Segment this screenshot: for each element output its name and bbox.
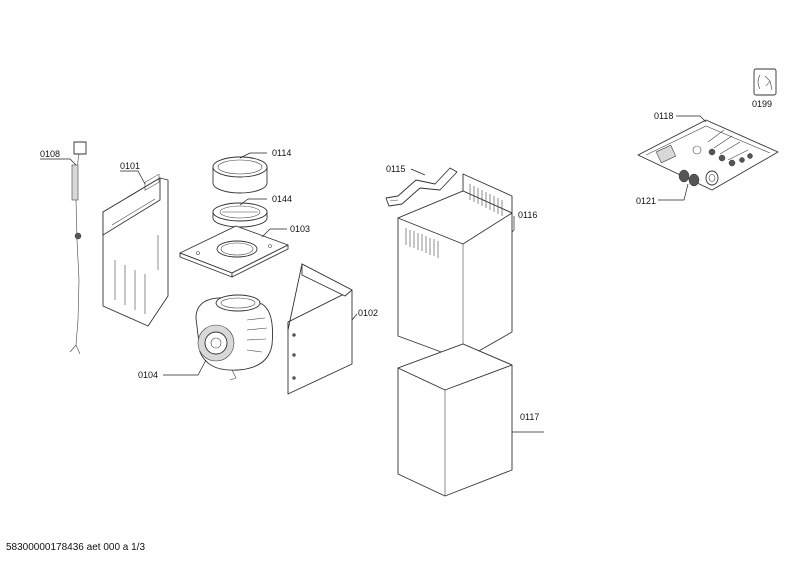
part-0114-outlet-ring xyxy=(212,156,268,194)
leader-lines xyxy=(40,115,707,433)
part-labels: 0108 0101 0114 0144 0103 0104 0102 0115 … xyxy=(40,99,772,422)
document-footer: 58300000178436 aet 000 a 1/3 xyxy=(6,542,146,553)
part-0144-flap-ring xyxy=(212,202,268,228)
part-0104-fan-motor xyxy=(195,294,273,381)
label-0199: 0199 xyxy=(752,99,772,109)
part-0116-upper-chimney xyxy=(397,173,513,361)
label-0144: 0144 xyxy=(272,194,292,204)
label-0102: 0102 xyxy=(358,308,378,318)
label-0121: 0121 xyxy=(636,196,656,206)
label-0117: 0117 xyxy=(520,412,539,422)
part-0101-rear-panel xyxy=(102,173,169,327)
label-0104: 0104 xyxy=(138,370,158,380)
part-0103-mounting-plate xyxy=(179,225,289,278)
part-0102-side-panel xyxy=(287,263,353,395)
part-0121-grommet-set xyxy=(678,169,719,187)
label-0115: 0115 xyxy=(386,164,405,174)
part-0108-power-cable xyxy=(69,141,87,355)
label-0116: 0116 xyxy=(518,210,537,220)
part-0199-tool-icon xyxy=(753,68,777,96)
part-0117-lower-chimney xyxy=(397,343,513,497)
label-0114: 0114 xyxy=(272,148,291,158)
label-0103: 0103 xyxy=(290,224,310,234)
label-0101: 0101 xyxy=(120,161,140,171)
label-0118: 0118 xyxy=(654,111,673,121)
label-0108: 0108 xyxy=(40,149,60,159)
part-0115-bracket xyxy=(385,167,458,207)
